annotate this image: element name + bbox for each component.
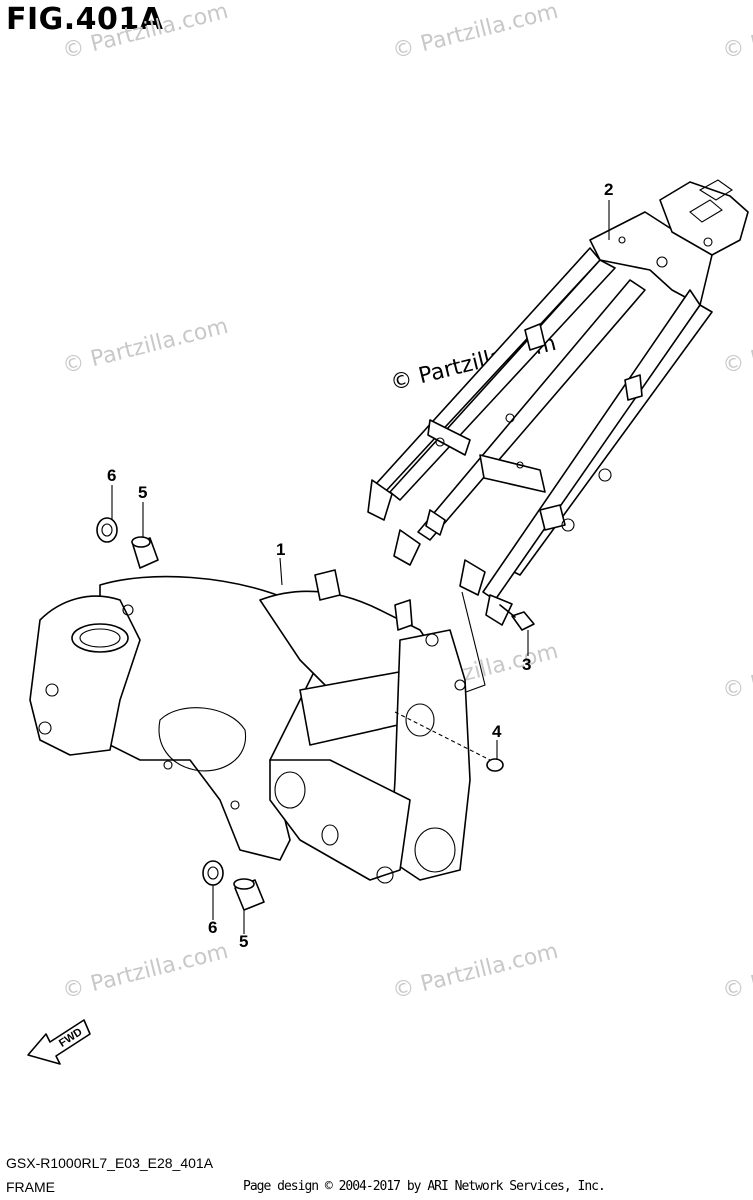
callout-5-top: 5 (138, 483, 148, 502)
callout-6-bottom: 6 (208, 918, 218, 937)
bolt-part-3 (499, 604, 535, 631)
callout-3: 3 (522, 655, 532, 674)
callout-2: 2 (604, 180, 614, 199)
fwd-arrow-icon: FWD (27, 1019, 91, 1065)
callout-4: 4 (492, 722, 502, 741)
callout-1: 1 (276, 540, 286, 559)
main-frame-part-1 (29, 569, 471, 884)
bolt-part-4 (394, 711, 504, 772)
section-name: FRAME (6, 1179, 55, 1195)
callout-6-top: 6 (107, 466, 117, 485)
seat-rail-part-2 (367, 179, 749, 626)
leader-1 (279, 557, 283, 586)
bushing-set-top (96, 517, 159, 569)
figure-title: FIG.401A (6, 2, 164, 37)
model-code: GSX-R1000RL7_E03_E28_401A (6, 1155, 214, 1171)
bushing-set-bottom (202, 860, 265, 911)
copyright-notice: Page design © 2004-2017 by ARI Network S… (243, 1179, 606, 1194)
callout-5-bottom: 5 (239, 932, 249, 951)
